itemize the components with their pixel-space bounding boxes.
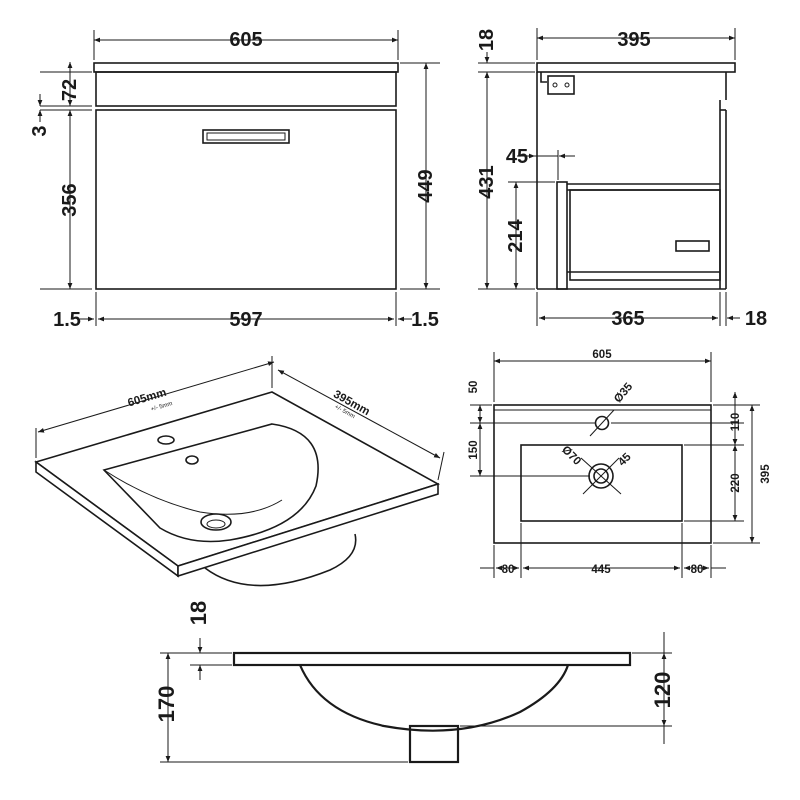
plan-tap-offset: 150 <box>468 440 480 459</box>
plan-tap-hole-label: Ø35 <box>612 380 636 405</box>
front-gap-right: 1.5 <box>411 309 439 331</box>
side-drawer <box>556 181 721 290</box>
wall-bracket <box>540 72 575 95</box>
side-body-height: 431 <box>476 165 498 198</box>
side-drawer-height: 214 <box>505 218 527 252</box>
plan-overall-depth: 395 <box>760 464 772 484</box>
basin-isometric: 605mm +/- 5mm 395mm +/- 5mm <box>34 356 445 587</box>
side-drawer-handle <box>675 240 710 252</box>
front-top-height: 72 <box>59 79 81 101</box>
plan-waste-offset: 45 <box>616 451 634 469</box>
front-door <box>95 109 397 290</box>
front-door-width: 597 <box>229 309 262 331</box>
front-view: 605 72 3 356 449 1.5 597 1.5 <box>29 29 440 331</box>
front-overall-width: 605 <box>229 29 262 51</box>
front-overall-height: 449 <box>415 169 437 202</box>
side-depth: 395 <box>617 29 650 51</box>
plan-bowl-depth: 220 <box>730 473 742 492</box>
section-bowl <box>298 664 570 732</box>
plan-right-margin: 80 <box>691 564 704 576</box>
basin-plan: 605 Ø35 50 150 Ø70 45 110 220 395 <box>468 349 772 578</box>
plan-left-margin: 80 <box>502 564 515 576</box>
plan-rim-to-bowl: 110 <box>730 413 742 432</box>
basin-iso-tap-hole <box>157 435 175 445</box>
section-rim <box>232 651 632 667</box>
basin-iso-width-tol: +/- 5mm <box>150 401 173 413</box>
basin-iso-top <box>34 391 441 567</box>
side-inner-depth: 365 <box>611 308 644 330</box>
basin-section: 18 170 120 <box>154 601 675 764</box>
front-top-slab <box>93 62 399 73</box>
side-top-thickness: 18 <box>476 29 498 51</box>
side-offset: 45 <box>506 146 528 168</box>
basin-plan-bowl <box>520 444 683 522</box>
plan-waste-label: Ø70 <box>559 444 583 468</box>
front-gap-left: 1.5 <box>53 309 81 331</box>
side-view: 395 18 431 45 214 365 18 <box>476 28 767 330</box>
plan-width: 605 <box>592 349 612 361</box>
plan-bowl-width: 445 <box>591 564 611 576</box>
front-gap: 3 <box>29 125 51 136</box>
side-top-slab <box>536 62 736 73</box>
basin-iso-waste <box>200 513 232 531</box>
section-rim-thickness: 18 <box>186 601 211 625</box>
front-door-height: 356 <box>59 183 81 216</box>
front-drawer-handle <box>202 129 290 144</box>
front-top-panel <box>95 71 397 107</box>
section-waste-outlet <box>408 724 460 764</box>
section-bowl-height: 120 <box>650 672 675 709</box>
side-back-thickness: 18 <box>745 308 767 330</box>
plan-top-margin: 50 <box>468 381 480 394</box>
section-overall-height: 170 <box>154 686 179 723</box>
